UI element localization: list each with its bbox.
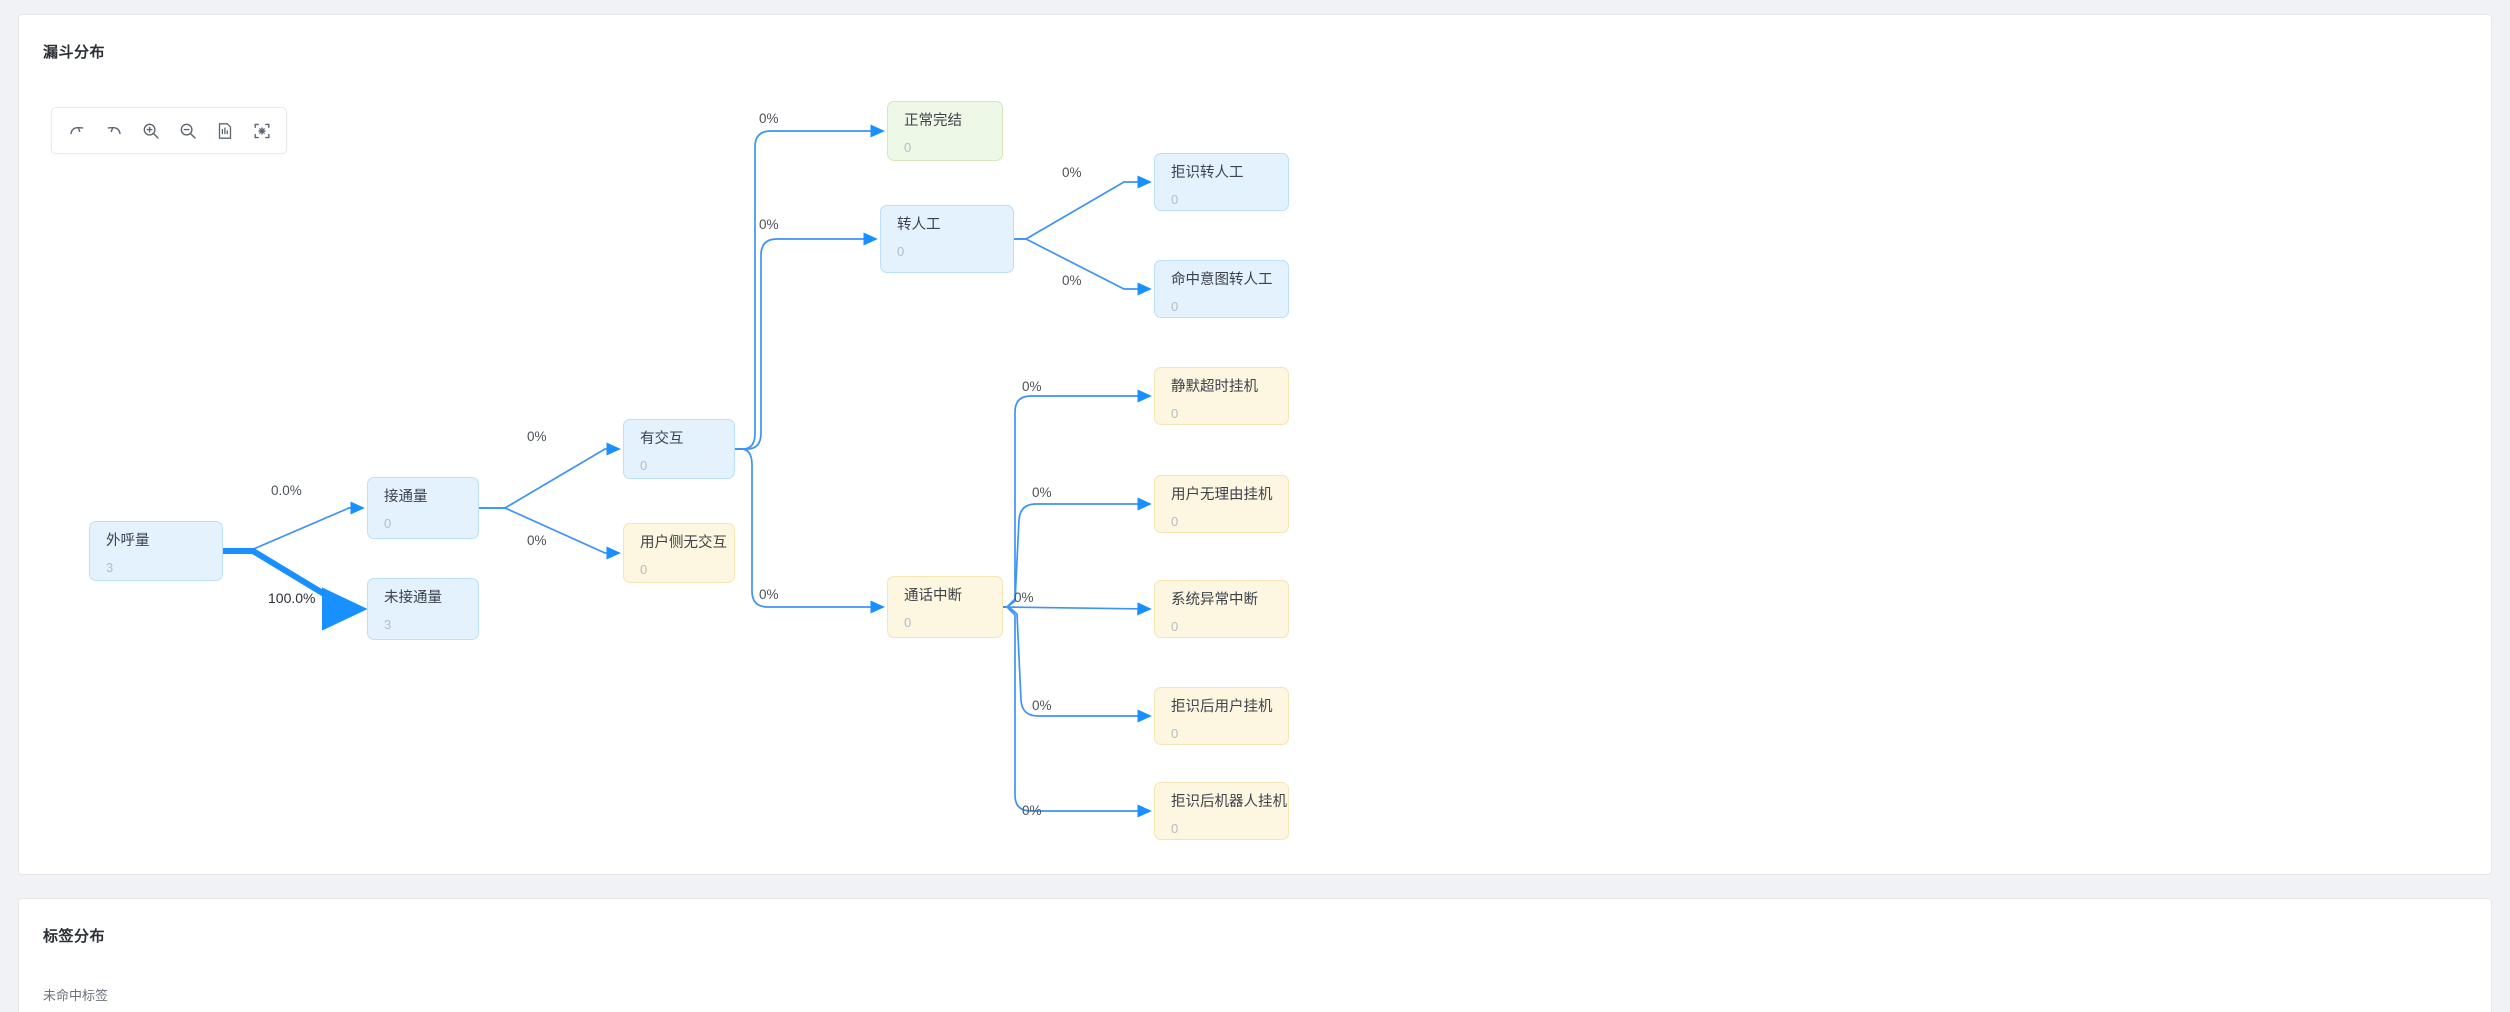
- edge-label-connected-interaction: 0%: [527, 429, 547, 444]
- auto-layout-icon: [252, 121, 272, 141]
- node-reject-to-human[interactable]: 拒识转人工 0: [1154, 153, 1289, 211]
- node-label: 用户无理由挂机: [1171, 487, 1273, 503]
- redo-icon: [67, 121, 87, 141]
- edge-label-break-system-error: 0%: [1014, 590, 1034, 605]
- zoom-out-button[interactable]: [169, 112, 206, 149]
- node-silent-timeout[interactable]: 静默超时挂机 0: [1154, 367, 1289, 425]
- node-label: 用户侧无交互: [640, 535, 727, 551]
- node-value: 0: [1171, 192, 1179, 207]
- graph-toolbar[interactable]: [51, 107, 287, 154]
- edge-label-to-human-reject: 0%: [1062, 165, 1082, 180]
- funnel-graph-canvas[interactable]: 外呼量 3 接通量 0 未接通量 3 有交互 0 用户侧无交互 0 正常完结 0: [19, 15, 2493, 876]
- undo-button[interactable]: [95, 112, 132, 149]
- edge-label-interaction-normal-end: 0%: [759, 111, 779, 126]
- node-label: 接通量: [384, 489, 428, 505]
- node-value: 0: [897, 244, 905, 259]
- undo-icon: [104, 121, 124, 141]
- node-value: 0: [1171, 406, 1179, 421]
- tag-empty-text: 未命中标签: [43, 988, 109, 1003]
- funnel-edges: [223, 124, 1152, 818]
- node-outbound[interactable]: 外呼量 3: [89, 521, 223, 581]
- node-label: 转人工: [897, 217, 941, 233]
- node-value: 0: [1171, 619, 1179, 634]
- node-value: 0: [1171, 821, 1179, 836]
- edge-label-interaction-call-break: 0%: [759, 587, 779, 602]
- tag-panel-title: 标签分布: [43, 928, 106, 945]
- node-value: 0: [904, 140, 912, 155]
- zoom-in-button[interactable]: [132, 112, 169, 149]
- node-label: 正常完结: [904, 113, 962, 129]
- node-label: 命中意图转人工: [1171, 272, 1273, 288]
- redo-button[interactable]: [58, 112, 95, 149]
- node-intent-to-human[interactable]: 命中意图转人工 0: [1154, 260, 1289, 318]
- node-value: 0: [904, 615, 912, 630]
- funnel-panel-title: 漏斗分布: [43, 44, 106, 61]
- node-label: 拒识转人工: [1171, 165, 1244, 181]
- node-value: 3: [106, 560, 114, 575]
- node-label: 系统异常中断: [1171, 592, 1258, 608]
- node-to-human[interactable]: 转人工 0: [880, 205, 1014, 273]
- edge-label-break-silent-timeout: 0%: [1022, 379, 1042, 394]
- node-label: 拒识后用户挂机: [1171, 699, 1273, 715]
- funnel-distribution-card: 漏斗分布: [18, 14, 2492, 875]
- node-system-error[interactable]: 系统异常中断 0: [1154, 580, 1289, 638]
- edge-label-interaction-to-human: 0%: [759, 217, 779, 232]
- edge-label-to-human-intent: 0%: [1062, 273, 1082, 288]
- node-label: 静默超时挂机: [1171, 379, 1258, 395]
- edge-label-connected-no-interaction: 0%: [527, 533, 547, 548]
- edge-label-break-reject-user: 0%: [1032, 698, 1052, 713]
- edge-label-break-user-hangup: 0%: [1032, 485, 1052, 500]
- node-reject-user[interactable]: 拒识后用户挂机 0: [1154, 687, 1289, 745]
- node-connected[interactable]: 接通量 0: [367, 477, 479, 539]
- node-value: 0: [1171, 514, 1179, 529]
- auto-layout-button[interactable]: [243, 112, 280, 149]
- node-value: 0: [640, 562, 648, 577]
- node-label: 外呼量: [106, 533, 150, 549]
- edge-label-outbound-unconnected: 100.0%: [268, 590, 316, 606]
- node-label: 未接通量: [384, 590, 442, 606]
- node-reject-bot[interactable]: 拒识后机器人挂机 0: [1154, 782, 1289, 840]
- fit-view-icon: [215, 121, 235, 141]
- node-value: 0: [384, 516, 392, 531]
- node-label: 有交互: [640, 431, 684, 447]
- node-label: 拒识后机器人挂机: [1171, 794, 1287, 810]
- node-value: 0: [1171, 299, 1179, 314]
- fit-view-button[interactable]: [206, 112, 243, 149]
- node-value: 0: [640, 458, 648, 473]
- zoom-out-icon: [178, 121, 198, 141]
- node-normal-end[interactable]: 正常完结 0: [887, 101, 1003, 161]
- node-value: 0: [1171, 726, 1179, 741]
- node-call-break[interactable]: 通话中断 0: [887, 576, 1003, 638]
- zoom-in-icon: [141, 121, 161, 141]
- node-value: 3: [384, 617, 392, 632]
- node-label: 通话中断: [904, 588, 962, 604]
- edge-label-outbound-connected: 0.0%: [271, 483, 302, 498]
- node-no-interaction[interactable]: 用户侧无交互 0: [623, 523, 735, 583]
- tag-distribution-card: 标签分布 未命中标签: [18, 898, 2492, 1012]
- node-unconnected[interactable]: 未接通量 3: [367, 578, 479, 640]
- node-user-hangup[interactable]: 用户无理由挂机 0: [1154, 475, 1289, 533]
- node-interaction[interactable]: 有交互 0: [623, 419, 735, 479]
- edge-label-break-reject-bot: 0%: [1022, 803, 1042, 818]
